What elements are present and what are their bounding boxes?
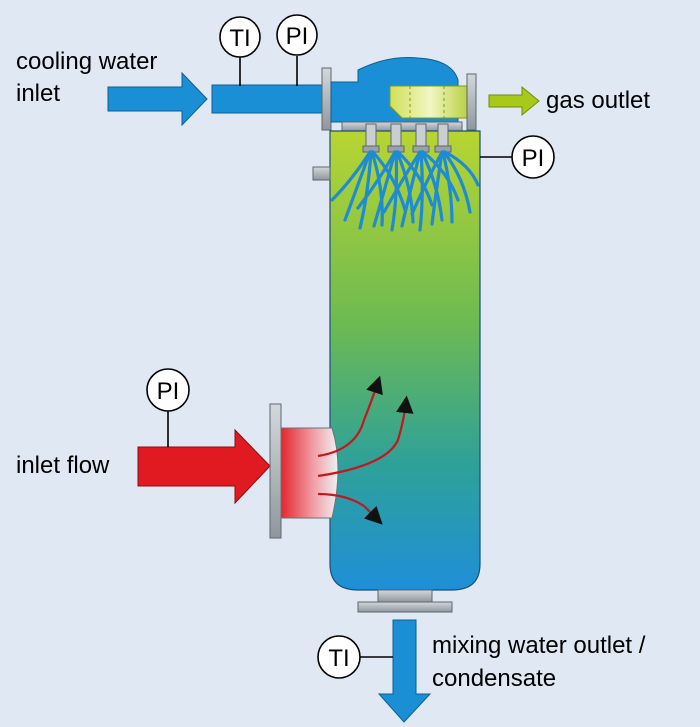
instrument-ti-cooling: TI [219,16,261,58]
inlet-flow-label: inlet flow [16,452,110,479]
mixing-water-outlet-label-line2: condensate [432,665,557,692]
instrument-lines [167,56,512,658]
svg-text:PI: PI [522,145,545,172]
bottom-nozzle [377,589,433,603]
water-spray-jets [330,150,480,232]
gas-outlet-duct [389,85,471,119]
instrument-pi-vessel: PI [511,135,555,179]
svg-text:TI: TI [328,645,349,672]
bottom-flange [357,601,453,613]
condenser-vessel [329,130,481,591]
mixing-water-outlet-label-line1: mixing water outlet / [432,632,646,659]
inlet-flow-arrow [137,428,271,505]
cooling-water-flange [321,67,332,131]
instrument-ti-outlet: TI [317,635,361,679]
flow-direction-arrows [317,375,414,525]
gas-outlet-arrow [488,85,540,117]
svg-text:PI: PI [157,378,180,405]
instrument-pi-inlet: PI [146,368,190,412]
side-nozzle [312,166,331,181]
gas-outlet-flange [466,73,477,131]
spray-nozzles [362,123,452,153]
mixing-water-outlet-arrow [377,619,432,723]
svg-text:TI: TI [229,25,250,52]
inlet-flange [269,403,282,539]
gas-outlet-label: gas outlet [546,87,651,114]
cooling-water-pipe [211,84,325,114]
svg-text:PI: PI [286,23,309,50]
cooling-water-inlet-label-line1: cooling water [16,48,158,75]
cooling-water-inlet-arrow [107,71,208,127]
instrument-pi-cooling: PI [276,14,318,56]
inlet-nozzle [280,427,339,519]
cooling-water-inlet-label-line2: inlet [16,80,61,107]
